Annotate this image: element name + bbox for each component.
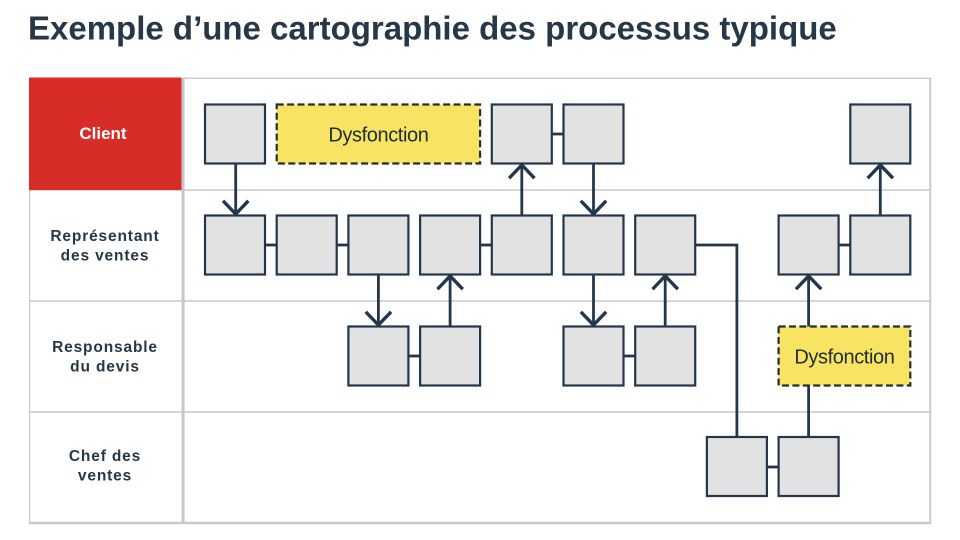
svg-text:Dysfonction: Dysfonction bbox=[328, 124, 428, 146]
svg-text:Client: Client bbox=[79, 124, 127, 143]
svg-text:Exemple d’une cartographie des: Exemple d’une cartographie des processus… bbox=[28, 10, 837, 47]
svg-text:Dysfonction: Dysfonction bbox=[794, 346, 894, 368]
svg-text:des ventes: des ventes bbox=[61, 247, 150, 264]
svg-text:Chef des: Chef des bbox=[69, 448, 141, 465]
svg-text:du devis: du devis bbox=[70, 358, 140, 375]
svg-text:Représentant: Représentant bbox=[50, 228, 159, 245]
svg-text:Responsable: Responsable bbox=[52, 339, 158, 356]
svg-text:ventes: ventes bbox=[78, 468, 132, 485]
